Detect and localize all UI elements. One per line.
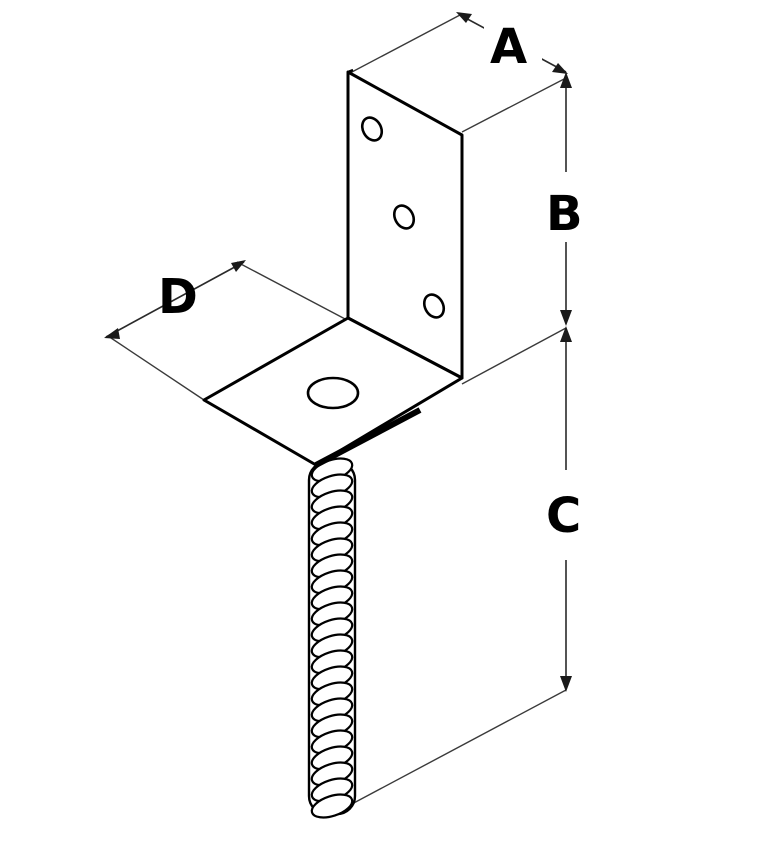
dimension-d-extension-front (107, 335, 205, 401)
dimension-b: B (538, 72, 596, 326)
dimension-b-label-background (538, 172, 596, 242)
rebar (307, 457, 357, 819)
vertical-plate-edge (347, 68, 354, 74)
vertical-plate-hole-bottom (422, 293, 446, 319)
rebar-coils (310, 457, 354, 819)
dimension-c-label-background (536, 470, 600, 560)
dimension-a-label: A (490, 19, 527, 75)
dimension-d-extension-back (236, 261, 348, 321)
vertical-plate-hole-top (360, 116, 384, 142)
base-plate-hole (306, 376, 360, 410)
dimension-a-arrow-end (552, 63, 568, 74)
dimension-a: A (349, 12, 568, 133)
dimension-a-extension-left (349, 14, 461, 74)
base-plate-front-edge (314, 407, 422, 468)
dimension-c-label: C (546, 488, 581, 544)
dimension-c-extension-top (461, 327, 567, 385)
dimension-c-arrow-bottom (560, 676, 572, 692)
dimension-d-line (105, 261, 245, 338)
dimension-a-extension-right (461, 77, 567, 133)
base-plate (202, 316, 464, 468)
dimension-d-arrow-end (231, 260, 246, 272)
dimension-b-arrow-bottom (560, 310, 572, 326)
vertical-plate-hole-middle (392, 204, 416, 230)
dimension-c: C (349, 326, 600, 806)
dimension-a-label-background (484, 14, 542, 70)
dimension-d-label: D (158, 269, 198, 325)
dimension-a-arrow-start (456, 12, 472, 23)
dimension-d: D (104, 260, 348, 401)
dimension-c-arrow-top (560, 326, 572, 342)
vertical-plate (346, 68, 464, 380)
dimension-b-arrow-top (560, 72, 572, 88)
dimension-d-arrow-start (104, 328, 120, 339)
dimension-c-extension-bottom (349, 689, 567, 806)
dimension-b-label: B (546, 186, 583, 242)
rebar-coil (310, 793, 354, 819)
